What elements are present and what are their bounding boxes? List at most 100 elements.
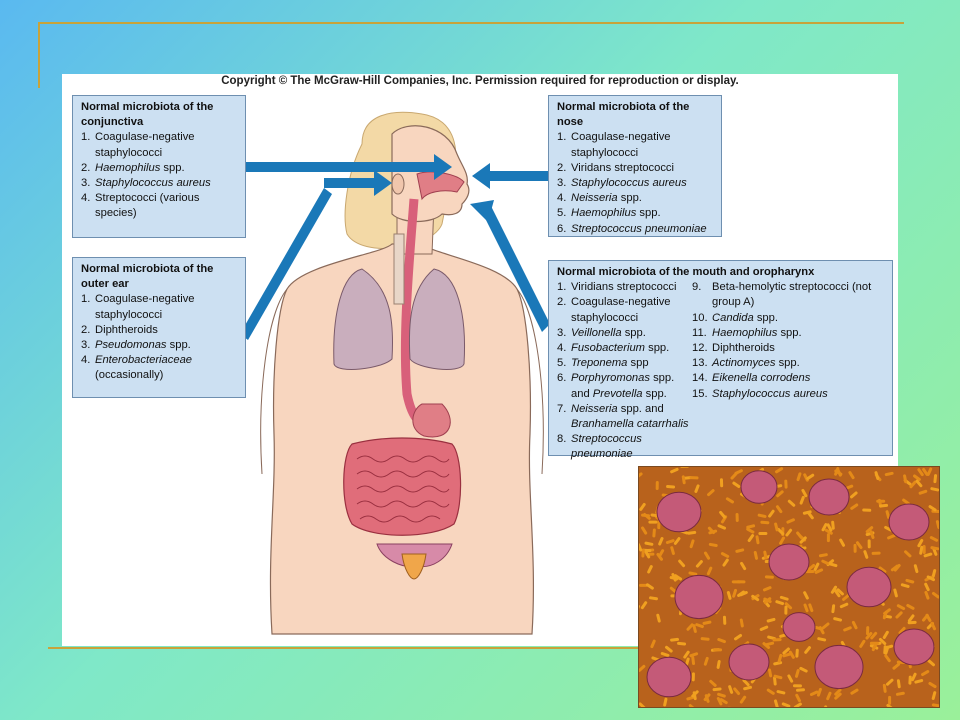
callout-conjunctiva: Normal microbiota of the conjunctiva 1.C… bbox=[72, 95, 246, 238]
cell bbox=[893, 628, 935, 666]
item-number: 6. bbox=[557, 222, 567, 235]
item-organism: Coagulase-negative staphylococci bbox=[95, 131, 195, 159]
item-number: 2. bbox=[557, 296, 567, 309]
outer-ear-list: 1. Coagulase-negative staphylococci 2.Diph… bbox=[81, 292, 237, 383]
cell bbox=[888, 503, 930, 541]
bottom-rule bbox=[48, 647, 640, 649]
item-organism: Eikenella corrodens bbox=[712, 372, 811, 385]
item-number: 11. bbox=[692, 326, 707, 339]
item-number: 4. bbox=[81, 354, 91, 367]
epithelial-cells bbox=[646, 470, 935, 698]
mouth-item: 8.Streptococcus pneumoniae bbox=[557, 432, 692, 462]
item-suffix: spp. bbox=[777, 326, 802, 339]
callout-mouth: Normal microbiota of the mouth and oroph… bbox=[548, 260, 893, 460]
item-organism: Coagulase-negative staphylococci bbox=[95, 293, 195, 321]
item-organism: Viridians streptococci bbox=[571, 281, 677, 294]
mouth-item: 12.Diphtheroids bbox=[692, 341, 884, 356]
item-organism: Treponema bbox=[571, 357, 628, 370]
item-organism: Diphtheroids bbox=[95, 323, 158, 336]
item-organism: Pseudomonas bbox=[95, 339, 167, 352]
nose-title: Normal microbiota of the nose bbox=[557, 101, 690, 129]
callout-outer-ear: Normal microbiota of the outer ear 1. Coa… bbox=[72, 257, 246, 398]
outer-ear-item: 3.Pseudomonas spp. bbox=[81, 338, 237, 353]
item-organism: Beta-hemolytic streptococci (not group A… bbox=[712, 281, 872, 309]
item-suffix: spp. bbox=[775, 357, 800, 370]
cell bbox=[846, 566, 892, 608]
item-organism: Candida bbox=[712, 311, 754, 324]
item-organism: Neisseria bbox=[571, 402, 618, 415]
conjunctiva-item: 1.Coagulase-negative staphylococci bbox=[81, 130, 237, 160]
mouth-item: 6.Porphyromonas spp.and Prevotella spp. bbox=[557, 371, 692, 401]
stomach bbox=[412, 403, 451, 438]
item-organism: Actinomyces bbox=[712, 357, 776, 370]
item-number: 14. bbox=[692, 372, 708, 385]
ear bbox=[391, 173, 405, 195]
left-lung bbox=[333, 268, 394, 370]
item-continuation: and Prevotella spp. bbox=[571, 387, 692, 402]
item-number: 1. bbox=[557, 131, 567, 144]
item-number: 3. bbox=[557, 177, 567, 190]
item-suffix: spp. bbox=[649, 372, 675, 385]
nose-item: 6.Streptococcus pneumoniae bbox=[557, 222, 713, 237]
arrow-outer-ear bbox=[240, 170, 392, 340]
item-organism: Streptococcus pneumoniae bbox=[571, 433, 642, 461]
outer-ear-item: 2.Diphtheroids bbox=[81, 323, 237, 338]
item-organism: Staphylococcus aureus bbox=[95, 177, 211, 190]
mouth-list-col2: 9. Beta-hemolytic streptococci (not group… bbox=[692, 280, 884, 462]
item-suffix: spp. bbox=[642, 387, 667, 400]
item-suffix: spp bbox=[627, 357, 649, 370]
item-suffix: spp. bbox=[621, 326, 646, 339]
mouth-item: 14. Eikenella corrodens bbox=[692, 371, 884, 386]
item-extra: Prevotella bbox=[592, 387, 643, 400]
cell bbox=[740, 470, 778, 504]
trachea bbox=[393, 233, 405, 305]
human-body-illustration bbox=[240, 111, 550, 635]
cell bbox=[728, 643, 770, 681]
mouth-item: 5.Treponema spp bbox=[557, 356, 692, 371]
item-extra: (occasionally) bbox=[95, 369, 164, 382]
cell bbox=[674, 574, 724, 620]
outer-ear-title: Normal microbiota of the outer ear bbox=[81, 263, 214, 291]
item-organism: Neisseria bbox=[571, 192, 618, 205]
arrow-conjunctiva bbox=[244, 154, 452, 180]
nose-item: 1. Coagulase-negative staphylococci bbox=[557, 130, 713, 160]
callout-nose: Normal microbiota of the nose 1. Coagulas… bbox=[548, 95, 722, 237]
item-organism: Coagulase-negative staphylococci bbox=[571, 296, 671, 324]
item-organism: Streptococci (various species) bbox=[95, 192, 200, 220]
item-number: 9. bbox=[692, 281, 702, 294]
mouth-item: 4.Fusobacterium spp. bbox=[557, 341, 692, 356]
right-lung bbox=[408, 268, 465, 370]
mouth-item: 10.Candida spp. bbox=[692, 311, 884, 326]
item-number: 3. bbox=[81, 177, 91, 190]
item-number: 3. bbox=[81, 339, 91, 352]
item-number: 12. bbox=[692, 342, 708, 355]
item-organism: Haemophilus bbox=[712, 326, 778, 339]
right-arm bbox=[516, 288, 544, 475]
item-conjunction: and bbox=[571, 387, 593, 400]
item-number: 15. bbox=[692, 387, 708, 400]
item-number: 10. bbox=[692, 311, 708, 324]
item-number: 4. bbox=[557, 342, 567, 355]
mouth-item: 3.Veillonella spp. bbox=[557, 326, 692, 341]
mouth-item: 9. Beta-hemolytic streptococci (not group… bbox=[692, 280, 884, 310]
uterus bbox=[401, 553, 427, 580]
micrograph-image bbox=[639, 467, 939, 707]
item-number: 4. bbox=[557, 192, 567, 205]
mouth-item: 11. Haemophilus spp. bbox=[692, 326, 884, 341]
mouth-item: 2. Coagulase-negative staphylococci bbox=[557, 295, 692, 325]
item-suffix: spp. bbox=[645, 342, 670, 355]
top-rule bbox=[38, 22, 904, 24]
item-number: 1. bbox=[81, 293, 91, 306]
item-organism: Coagulase-negative staphylococci bbox=[571, 131, 671, 159]
item-suffix: spp. and bbox=[617, 402, 664, 415]
item-suffix: spp. bbox=[617, 192, 642, 205]
item-organism: Enterobacteriaceae bbox=[95, 354, 193, 367]
arrow-nose bbox=[472, 163, 548, 189]
mouth-item: 15.Staphylococcus aureus bbox=[692, 387, 884, 402]
cell bbox=[782, 612, 816, 642]
item-continuation: Branhamella catarrhalis bbox=[571, 417, 692, 432]
